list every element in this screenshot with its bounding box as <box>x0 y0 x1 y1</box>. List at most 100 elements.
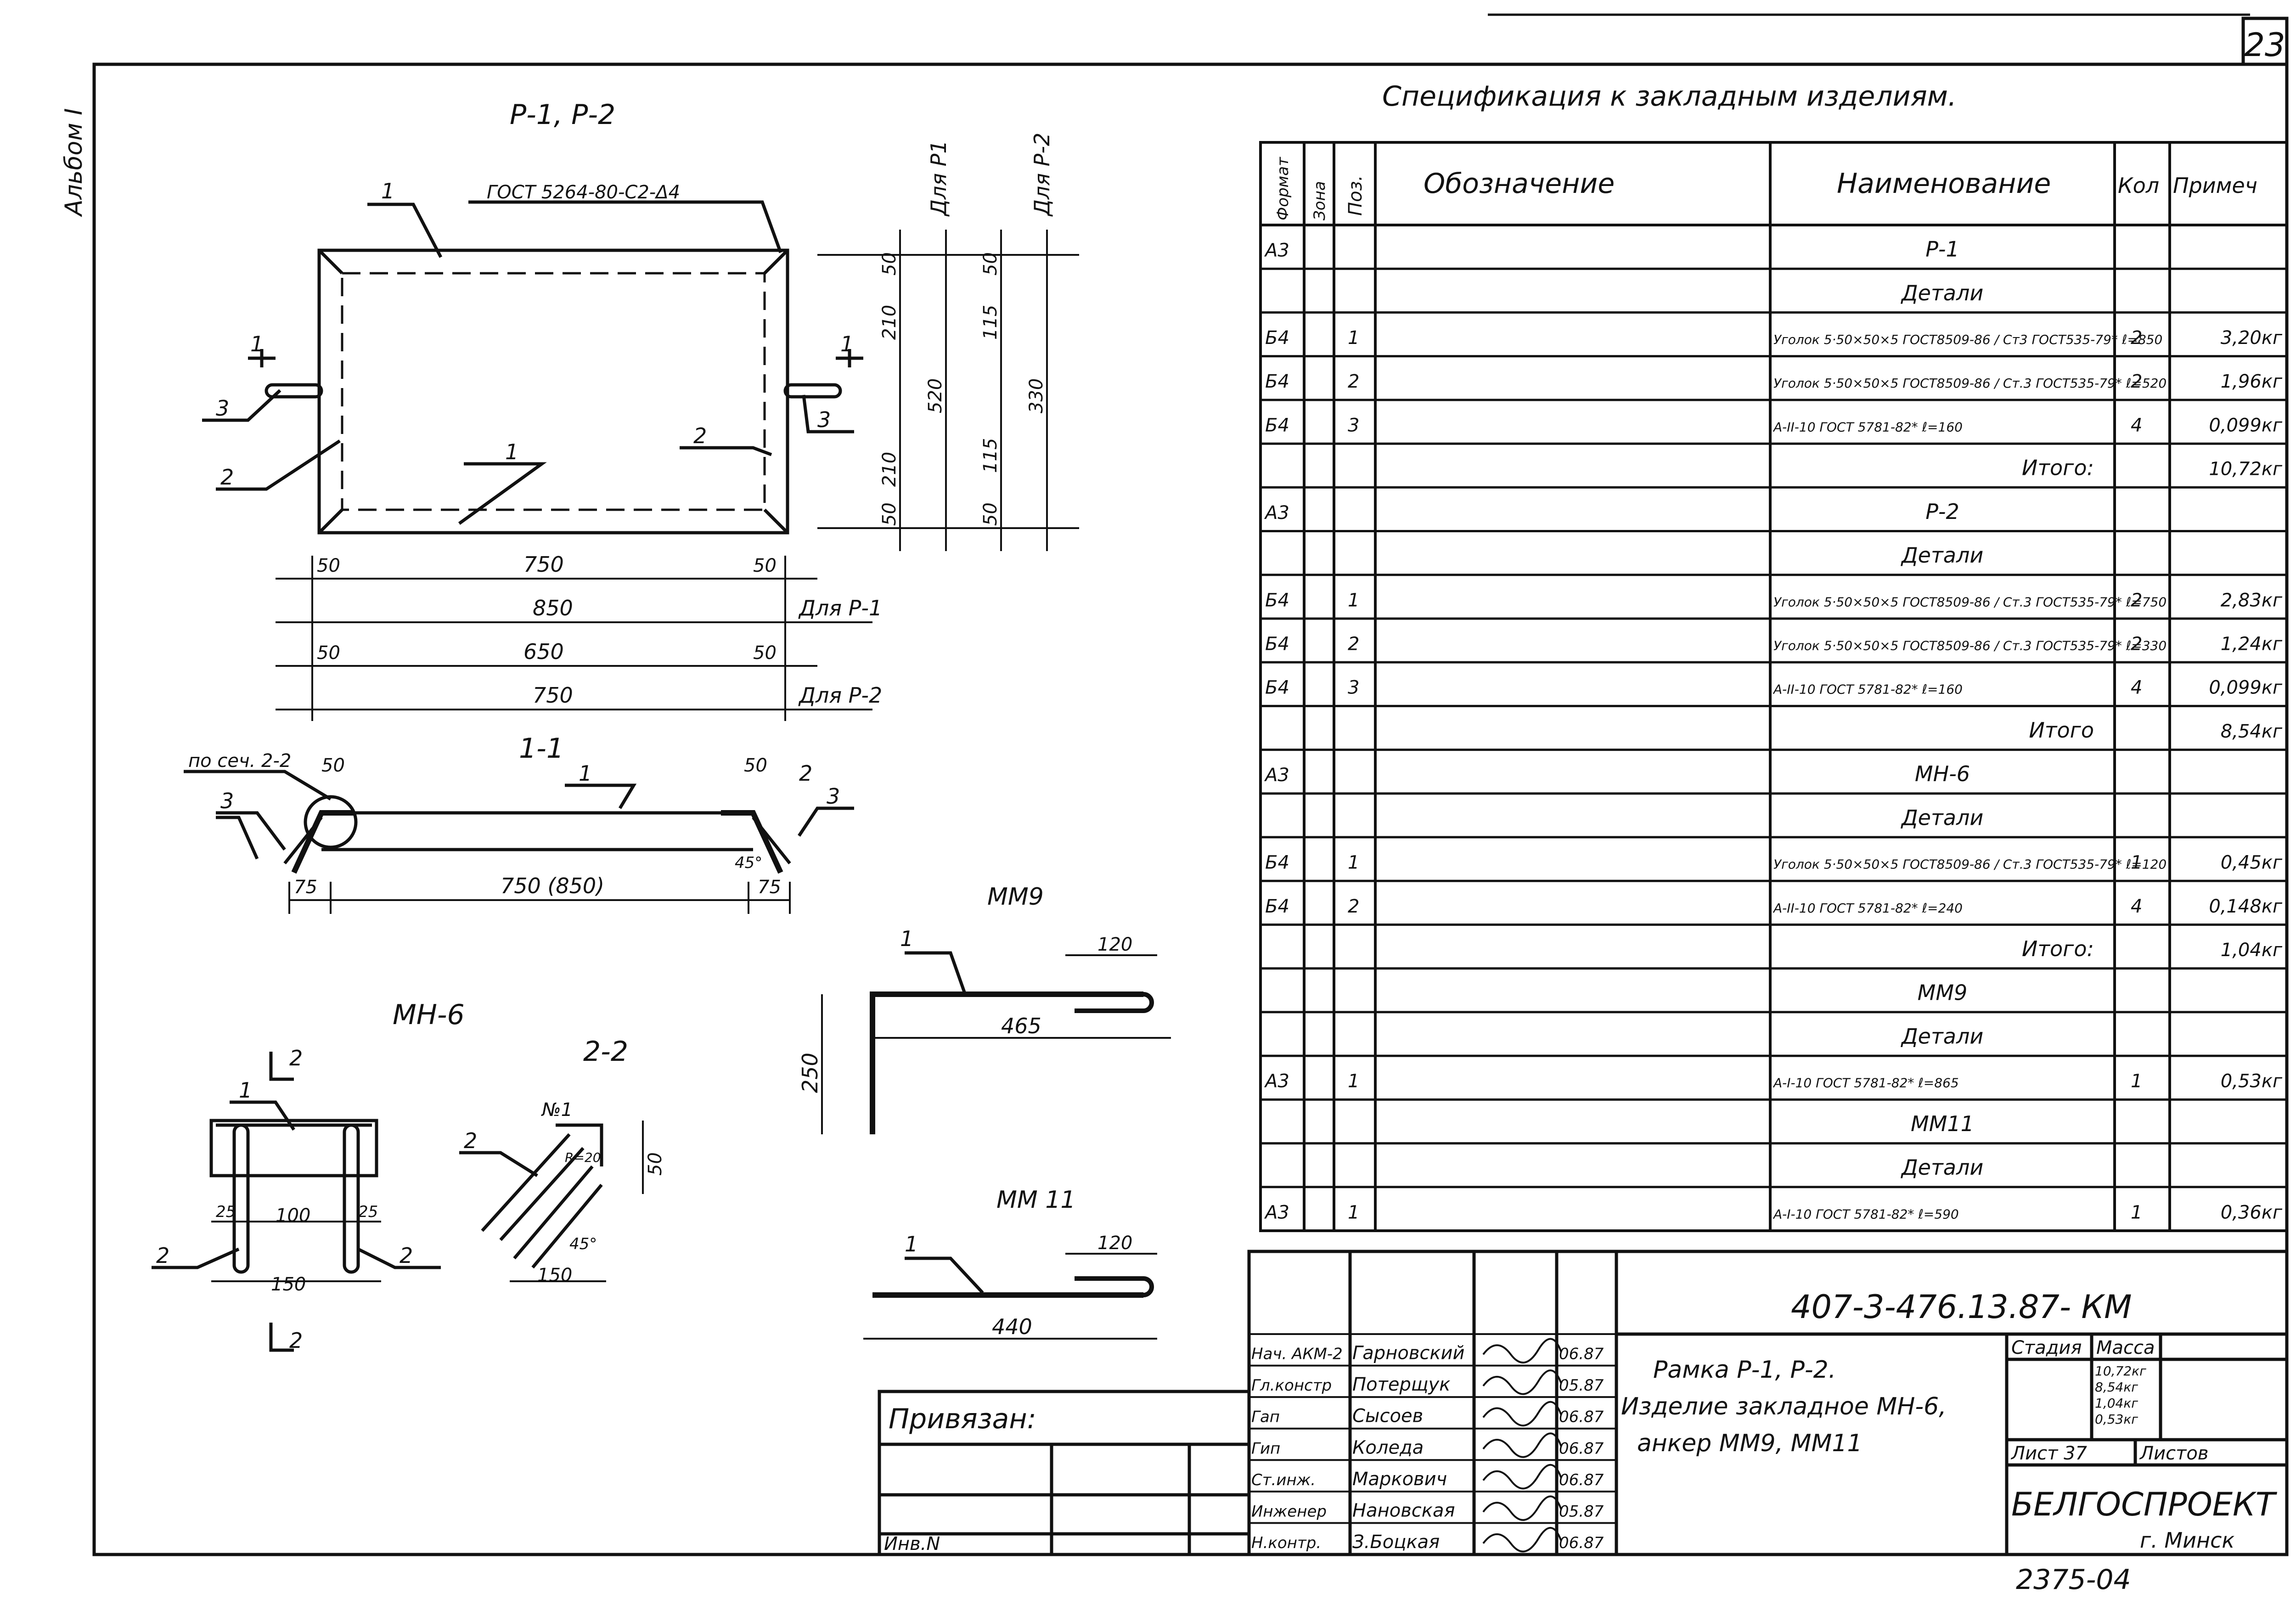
sec11-d3: 75 <box>294 877 317 898</box>
tb-person-name: Маркович <box>1352 1469 1447 1490</box>
spec-cell-pos: 1 <box>1348 327 1359 349</box>
mn6-p2b: 2 <box>400 1243 413 1268</box>
mm9-pos1: 1 <box>900 926 913 951</box>
tb-desc-0: Рамка Р-1, Р-2. <box>1653 1356 1836 1384</box>
tb-org: БЕЛГОСПРОЕКТ <box>2011 1486 2278 1523</box>
spec-cell-name: Уголок 5·50×50×5 ГОСТ8509-86 / Ст.3 ГОСТ… <box>1773 638 2167 653</box>
spec-cell-name: ММ9 <box>1918 980 1968 1005</box>
p12-dh7: 750 <box>533 683 573 708</box>
tb-binding: Привязан: <box>889 1403 1036 1435</box>
tb-mass-2: 1,04кг <box>2095 1396 2138 1411</box>
p12-dh4: 50 <box>317 642 340 664</box>
p12-pos3: 3 <box>216 396 229 421</box>
mn6-p2a: 2 <box>156 1243 169 1268</box>
sec11-p3b: 3 <box>827 784 840 809</box>
tb-footer: 2375-04 <box>2016 1564 2131 1596</box>
spec-cell-name: А-II-10 ГОСТ 5781-82* ℓ=160 <box>1773 682 1963 697</box>
sec22-d3: 150 <box>537 1265 572 1286</box>
spec-cell-pos: 2 <box>1348 896 1359 917</box>
mn6-d3: 150 <box>271 1274 306 1295</box>
tb-stage: Стадия <box>2011 1337 2082 1358</box>
p12-dh3: 850 <box>533 596 573 620</box>
p12-sec-right: 1 <box>840 332 854 356</box>
mn6-sec-bottom: 2 <box>289 1328 303 1353</box>
spec-cell-format: Б4 <box>1265 371 1289 392</box>
p12-dv3: 210 <box>879 452 900 487</box>
spec-cell-format: А3 <box>1264 502 1289 524</box>
signature-icon <box>1482 1527 1562 1553</box>
spec-cell-note: 0,53кг <box>2221 1071 2283 1092</box>
p12-dh6: 50 <box>753 642 777 664</box>
spec-cell-note: 0,148кг <box>2209 896 2283 917</box>
tb-person-date: 06.87 <box>1559 1534 1604 1552</box>
spec-cell-pos: 3 <box>1348 677 1359 698</box>
mm11-drawing <box>863 1253 1157 1340</box>
tb-mass-0: 10,72кг <box>2095 1363 2146 1379</box>
spec-cell-note: 10,72кг <box>2209 459 2283 480</box>
spec-cell-name: Уголок 5·50×50×5 ГОСТ8509-86 / Ст3 ГОСТ5… <box>1773 332 2162 347</box>
p12-dw3: 115 <box>980 438 1001 473</box>
p12-pos1: 1 <box>381 179 394 203</box>
spec-cell-name: ММ11 <box>1911 1111 1974 1136</box>
mn6-drawing <box>152 1052 441 1352</box>
p12-dv2: 520 <box>925 378 946 413</box>
p12-for-p1-v: Для Р1 <box>926 140 951 217</box>
mn6-d2: 25 <box>358 1203 378 1221</box>
p12-dw2: 330 <box>1026 378 1047 413</box>
spec-cell-note: 1,96кг <box>2221 371 2283 392</box>
p12-gost: ГОСТ 5264-80-С2-Δ4 <box>487 182 680 203</box>
spec-cell-note: 8,54кг <box>2221 721 2283 742</box>
spec-cell-name: Уголок 5·50×50×5 ГОСТ8509-86 / Ст.3 ГОСТ… <box>1773 376 2167 391</box>
signature-icon <box>1482 1432 1562 1458</box>
page-number-box <box>2241 17 2289 66</box>
page-number: 23 <box>2244 26 2285 64</box>
side-stamp: Альбом I <box>60 108 88 217</box>
sec11-d1: 50 <box>744 755 767 776</box>
tb-sheet: Лист 37 <box>2010 1443 2088 1464</box>
sec22-d1: R=20 <box>565 1150 601 1165</box>
spec-h-name: Наименование <box>1837 168 2051 200</box>
sec22-p2: 2 <box>464 1128 477 1153</box>
mn6-d1: 100 <box>276 1205 310 1226</box>
tb-person-name: Сысоев <box>1352 1406 1423 1427</box>
tb-mass: Масса <box>2096 1337 2155 1358</box>
p12-dv1: 210 <box>879 305 900 340</box>
spec-cell-name: Уголок 5·50×50×5 ГОСТ8509-86 / Ст.3 ГОСТ… <box>1773 857 2167 872</box>
spec-cell-qty: 2 <box>2131 590 2142 611</box>
sec22-d4: 50 <box>645 1152 666 1176</box>
p12-dh1: 750 <box>523 552 564 577</box>
spec-cell-name: Детали <box>1901 1024 1984 1048</box>
spec-cell-format: Б4 <box>1265 634 1289 655</box>
tb-inv: Инв.N <box>884 1533 940 1555</box>
tb-person-name: Нановская <box>1352 1500 1455 1521</box>
mm9-d0: 120 <box>1097 934 1132 955</box>
signature-icon <box>1482 1338 1562 1363</box>
sec11-d2: 45° <box>735 854 762 872</box>
spec-cell-qty: 1 <box>2131 1202 2142 1223</box>
tb-sheets: Листов <box>2139 1443 2208 1464</box>
spec-cell-name: А-I-10 ГОСТ 5781-82* ℓ=590 <box>1773 1206 1959 1222</box>
p12-dv4: 50 <box>879 502 900 526</box>
spec-cell-qty: 4 <box>2131 677 2142 698</box>
spec-h-pos: Поз. <box>1345 175 1366 216</box>
tb-person-date: 06.87 <box>1559 1345 1604 1363</box>
signature-icon <box>1482 1401 1562 1427</box>
tb-person-name: Потерщук <box>1352 1374 1450 1395</box>
mm9-d2: 250 <box>798 1053 822 1093</box>
mm11-d1: 440 <box>992 1314 1032 1339</box>
p12-dw1: 115 <box>980 305 1001 340</box>
mm9-d1: 465 <box>1001 1014 1041 1038</box>
spec-cell-qty: 4 <box>2131 415 2142 436</box>
spec-cell-format: А3 <box>1264 1202 1289 1223</box>
spec-cell-qty: 2 <box>2131 327 2142 349</box>
tb-city: г. Минск <box>2140 1528 2234 1553</box>
mn6-p1: 1 <box>239 1078 252 1103</box>
sec22-title: 2-2 <box>583 1036 628 1068</box>
tb-person-date: 06.87 <box>1559 1439 1604 1458</box>
spec-cell-pos: 1 <box>1348 852 1359 873</box>
spec-cell-name: Детали <box>1901 805 1984 830</box>
sec11-d0: 50 <box>321 755 345 776</box>
p12-dh0: 50 <box>317 555 340 576</box>
spec-cell-pos: 1 <box>1348 1071 1359 1092</box>
